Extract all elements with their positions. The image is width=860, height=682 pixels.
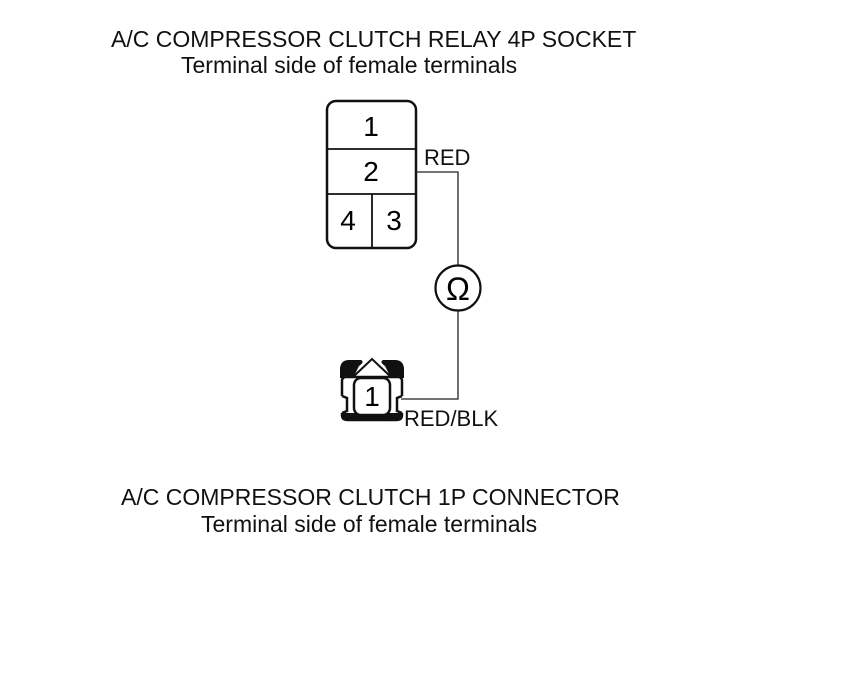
relay-socket-title: A/C COMPRESSOR CLUTCH RELAY 4P SOCKET bbox=[111, 26, 637, 52]
ohm-symbol: Ω bbox=[446, 271, 470, 307]
wire-color-red-blk: RED/BLK bbox=[404, 406, 499, 431]
red-blk-wire bbox=[401, 311, 459, 400]
ohmmeter-icon: Ω bbox=[434, 264, 482, 312]
wire-color-red: RED bbox=[424, 145, 471, 170]
connector-subtitle: Terminal side of female terminals bbox=[201, 511, 538, 537]
red-wire bbox=[416, 171, 459, 266]
relay-terminal-4: 4 bbox=[340, 205, 356, 236]
relay-terminal-2: 2 bbox=[363, 156, 379, 187]
relay-socket-subtitle: Terminal side of female terminals bbox=[181, 52, 518, 78]
connector-terminal-1: 1 bbox=[364, 381, 380, 412]
connector-title: A/C COMPRESSOR CLUTCH 1P CONNECTOR bbox=[121, 484, 620, 510]
relay-terminal-3: 3 bbox=[386, 205, 402, 236]
relay-terminal-1: 1 bbox=[363, 111, 379, 142]
relay-socket: 1 2 4 3 bbox=[325, 99, 418, 250]
connector-1p: 1 bbox=[340, 357, 404, 422]
